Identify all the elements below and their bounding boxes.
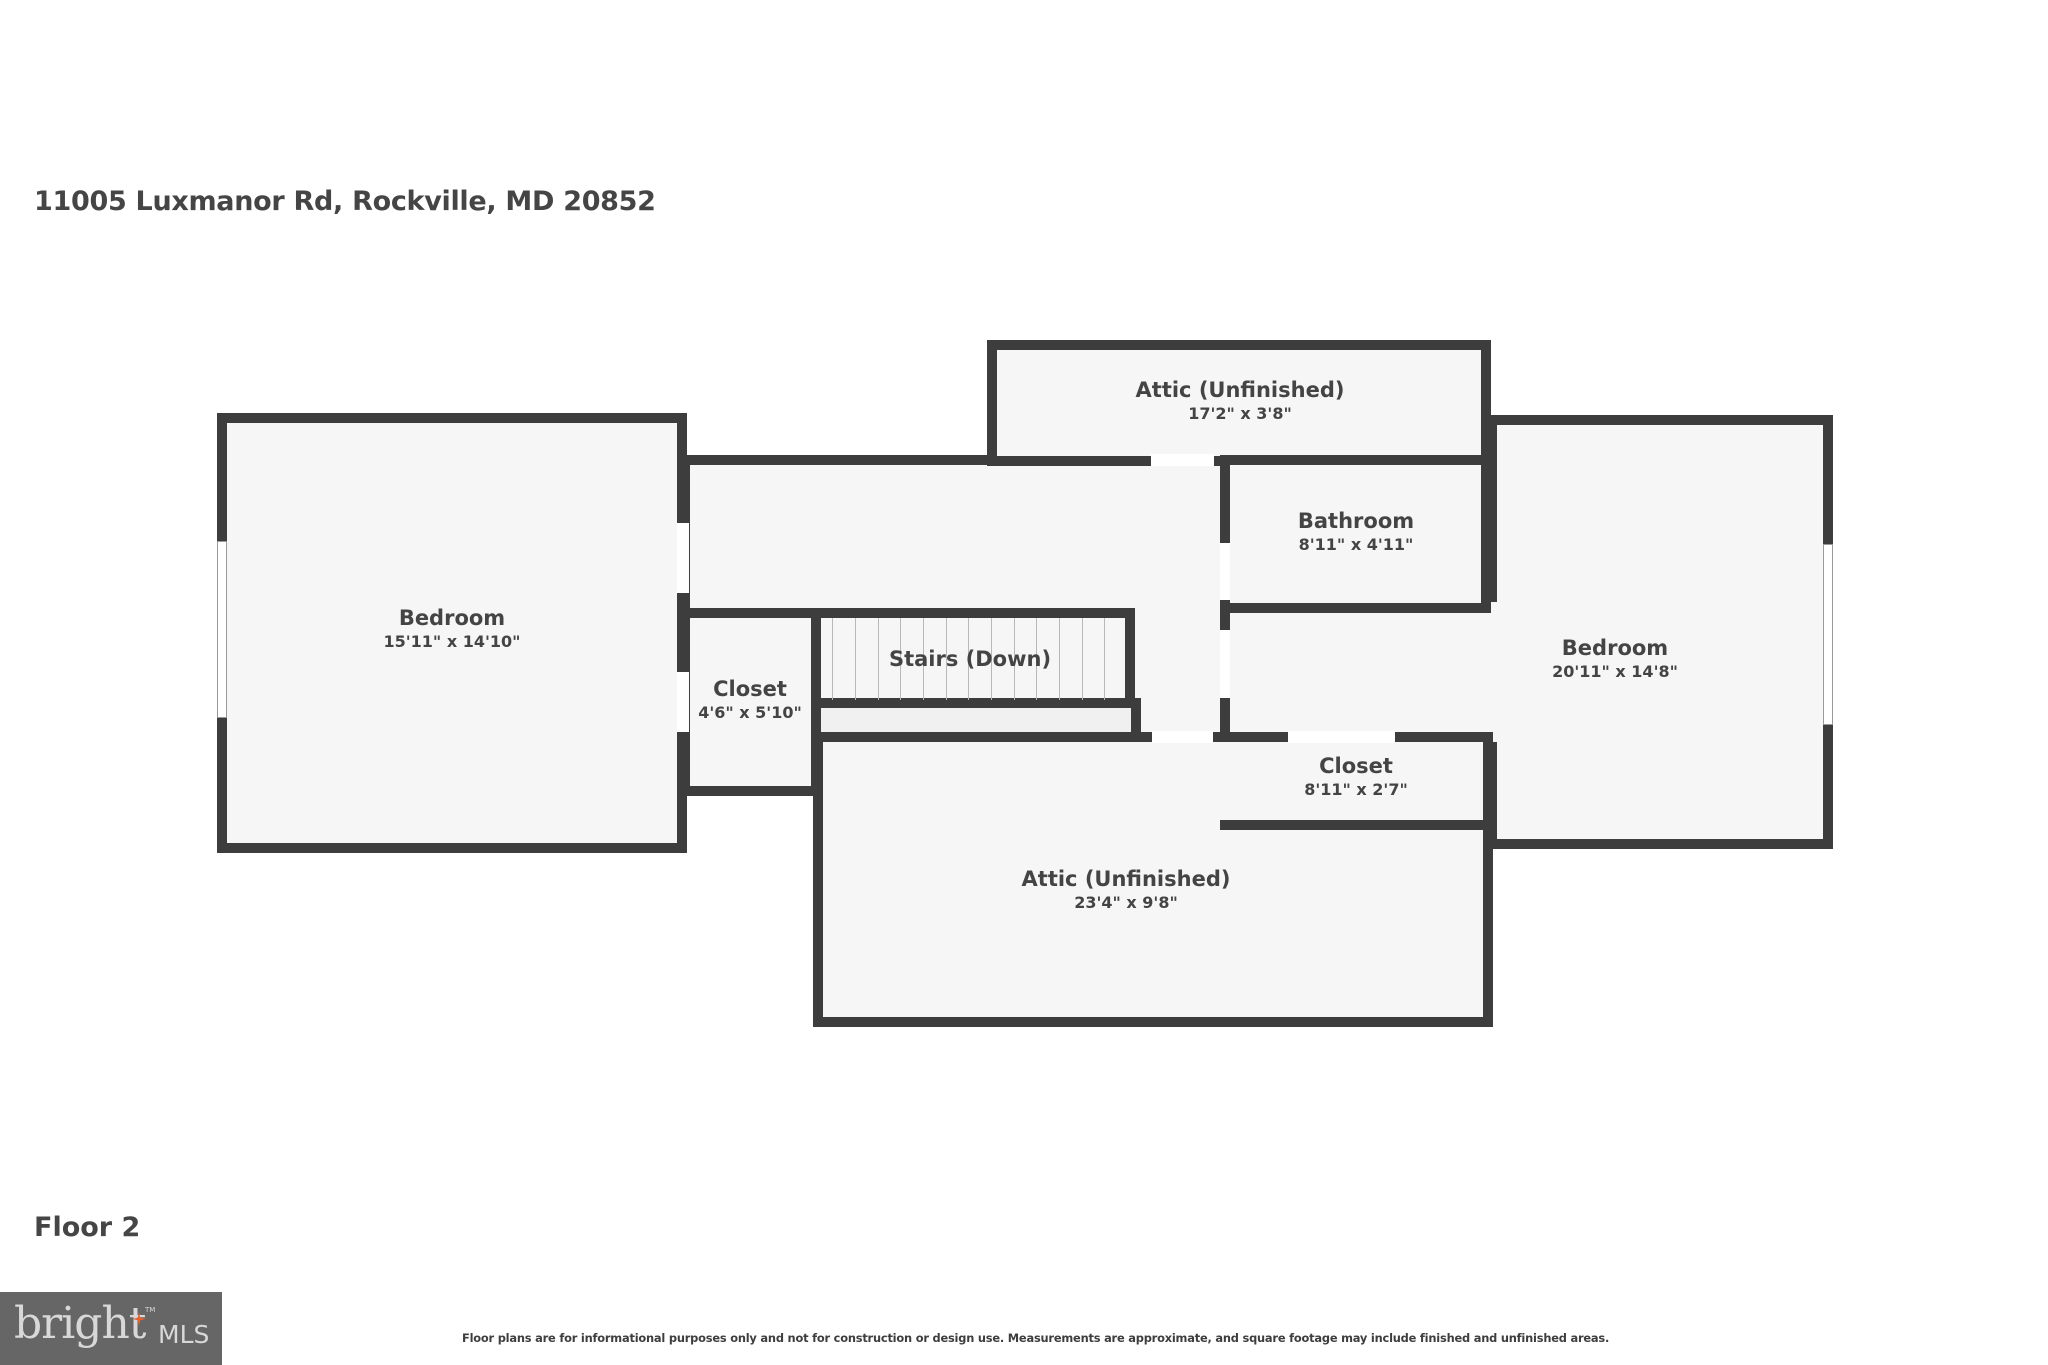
- door-right-bedroom: [1220, 630, 1230, 698]
- room-label: Attic (Unfinished)23'4" x 9'8": [1021, 867, 1231, 912]
- door-bathroom: [1220, 543, 1230, 600]
- room-bedroom-right-ext: [1220, 602, 1500, 742]
- door-right-closet: [1288, 731, 1395, 743]
- star-icon: [132, 1312, 146, 1326]
- room-bedroom-right: [1487, 415, 1833, 849]
- floor-label: Floor 2: [34, 1212, 141, 1243]
- door-left-closet: [677, 672, 689, 732]
- logo-mls: MLS: [158, 1320, 210, 1349]
- logo-trademark: TM: [145, 1306, 156, 1314]
- attic-bottom-notch-cover: [1220, 820, 1492, 830]
- bright-mls-logo: bright TM MLS: [0, 1292, 222, 1365]
- stairs-landing: [811, 698, 1141, 742]
- room-bathroom: [1220, 455, 1491, 613]
- room-label: Attic (Unfinished)17'2" x 3'8": [1135, 378, 1345, 423]
- room-label: Stairs (Down): [888, 647, 1052, 671]
- door-left-bedroom: [677, 523, 689, 593]
- window-left-bedroom: [217, 541, 227, 718]
- door-attic-bottom: [1152, 731, 1213, 743]
- logo-wordmark: bright: [14, 1298, 146, 1349]
- property-address: 11005 Luxmanor Rd, Rockville, MD 20852: [34, 186, 656, 217]
- window-right-bedroom: [1823, 544, 1833, 725]
- door-attic-top: [1151, 454, 1214, 466]
- disclaimer-text: Floor plans are for informational purpos…: [462, 1331, 1610, 1345]
